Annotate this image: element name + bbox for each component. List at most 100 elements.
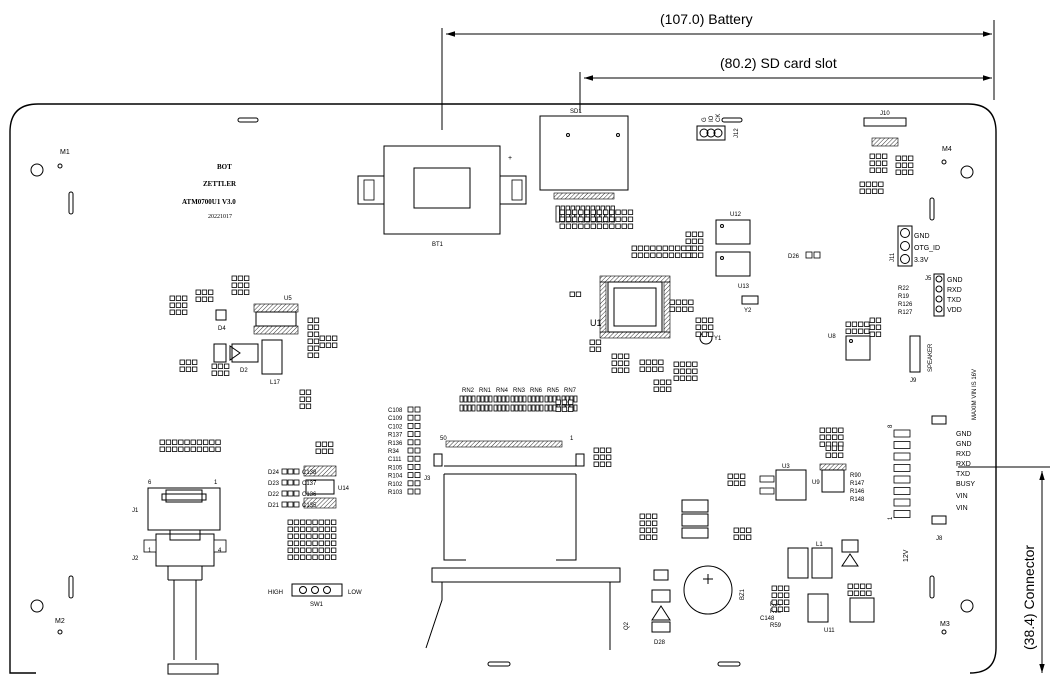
cap-ref: C138 bbox=[302, 470, 317, 476]
smd-pad bbox=[201, 289, 208, 295]
smd-pad bbox=[293, 526, 300, 532]
smd-pad bbox=[771, 592, 777, 598]
smd-pad bbox=[313, 331, 320, 337]
smd-pad bbox=[313, 352, 320, 358]
smd-pad bbox=[287, 533, 293, 539]
u1-label: U1 bbox=[590, 318, 602, 328]
ref-label: R103 bbox=[388, 490, 403, 496]
rn-label: RN4 bbox=[496, 388, 509, 394]
smd-pad bbox=[315, 441, 321, 447]
smd-pad bbox=[838, 427, 844, 433]
smd-pad bbox=[882, 160, 888, 166]
smd-pad bbox=[617, 367, 624, 373]
smd-pad bbox=[184, 446, 190, 452]
smd-pad bbox=[312, 533, 318, 539]
pad bbox=[414, 422, 421, 429]
smd-pad bbox=[330, 554, 337, 560]
rn-label: RN7 bbox=[564, 388, 577, 394]
smd-pad bbox=[653, 386, 659, 392]
sw1-high: HIGH bbox=[268, 590, 283, 596]
rn-pad bbox=[531, 395, 536, 403]
pad bbox=[287, 490, 294, 497]
cap-ref: C135 bbox=[302, 503, 317, 509]
ref-r90: R90 bbox=[850, 473, 862, 479]
diode-ref: D24 bbox=[268, 470, 280, 476]
smd-pad bbox=[708, 317, 714, 323]
smd-pad bbox=[202, 439, 209, 445]
m4-label: M4 bbox=[942, 146, 952, 153]
j8-pin1: 1 bbox=[888, 516, 894, 520]
j5-label: J5 bbox=[925, 276, 932, 282]
smd-pad bbox=[666, 386, 672, 392]
smd-pad bbox=[191, 366, 198, 372]
smd-pad bbox=[675, 306, 682, 312]
smd-pad bbox=[652, 520, 658, 526]
smd-pad bbox=[819, 441, 825, 447]
ref-label: C111 bbox=[388, 457, 402, 463]
pad bbox=[414, 447, 421, 454]
ref-r147: R147 bbox=[850, 481, 865, 487]
ref-r66: R66 bbox=[770, 609, 782, 615]
rn-pad bbox=[471, 404, 476, 412]
smd-pad bbox=[159, 446, 165, 452]
smd-pad bbox=[645, 513, 652, 519]
u11-area: U11 R54 R66 C148 R59 bbox=[760, 539, 875, 634]
smd-pad bbox=[637, 245, 644, 251]
smd-pad bbox=[698, 231, 704, 237]
smd-pad bbox=[860, 590, 866, 596]
smd-pad bbox=[733, 480, 740, 486]
m3-label: M3 bbox=[940, 621, 950, 628]
smd-pad bbox=[331, 342, 338, 348]
rn-pad bbox=[548, 395, 553, 403]
smd-pad bbox=[313, 345, 320, 351]
smd-pad bbox=[287, 540, 293, 546]
pad bbox=[281, 490, 288, 497]
l17-label: L17 bbox=[270, 380, 281, 386]
speaker-label: SPEAKER bbox=[928, 343, 934, 372]
smd-pad bbox=[593, 454, 599, 460]
smd-pad bbox=[330, 519, 337, 525]
dimension-connector-label: (38.4) Connector bbox=[1021, 545, 1037, 650]
ref-label: R137 bbox=[388, 433, 403, 439]
smd-pad bbox=[611, 360, 617, 366]
j8-pin-label-5: TXD bbox=[956, 471, 970, 478]
smd-pad bbox=[178, 446, 184, 452]
pad bbox=[414, 414, 421, 421]
switch-sw1: HIGH LOW SW1 bbox=[268, 583, 362, 608]
smd-pad bbox=[668, 252, 675, 258]
smd-pad bbox=[312, 526, 318, 532]
smd-pad bbox=[318, 547, 324, 553]
smd-pad bbox=[243, 282, 250, 288]
smd-pad bbox=[313, 338, 320, 344]
smd-pad bbox=[572, 216, 578, 222]
smd-pad bbox=[319, 335, 325, 341]
board-info-line4: 20221017 bbox=[208, 214, 232, 220]
smd-pad bbox=[658, 359, 664, 365]
smd-pad bbox=[312, 519, 318, 525]
pad bbox=[414, 480, 421, 487]
rn-pad bbox=[488, 395, 493, 403]
rn-pad bbox=[459, 395, 464, 403]
smd-pad bbox=[169, 295, 175, 301]
u13-label: U13 bbox=[738, 284, 750, 290]
smd-pad bbox=[777, 592, 784, 598]
j11-pin-gnd: GND bbox=[914, 233, 930, 240]
smd-pad bbox=[318, 554, 324, 560]
ref-r54: R54 bbox=[770, 602, 782, 608]
rn-pad bbox=[522, 404, 527, 412]
smd-pad bbox=[217, 363, 224, 369]
rn-pad bbox=[488, 404, 493, 412]
smd-pad bbox=[178, 439, 184, 445]
j11-label: J11 bbox=[890, 252, 896, 262]
pad bbox=[414, 431, 421, 438]
smd-pad bbox=[313, 317, 320, 323]
pad bbox=[281, 468, 288, 475]
smd-pad bbox=[624, 367, 630, 373]
smd-pad bbox=[825, 452, 831, 458]
smd-pad bbox=[746, 527, 752, 533]
j5-pin-txd: TXD bbox=[947, 297, 961, 304]
smd-pad bbox=[831, 445, 838, 451]
dimension-battery: (107.0) Battery bbox=[441, 11, 995, 130]
smd-pad bbox=[673, 375, 679, 381]
